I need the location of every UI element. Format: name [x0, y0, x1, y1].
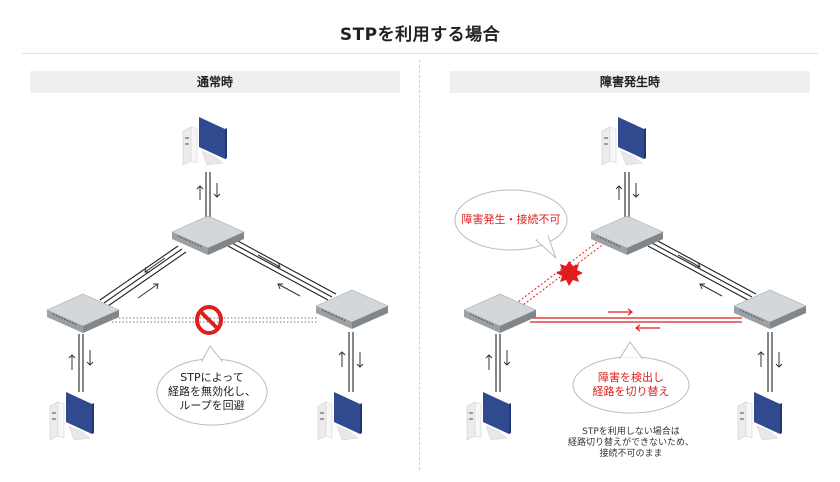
- left-callout-bubble: [156, 345, 268, 426]
- right-active-link: [530, 317, 742, 323]
- left-link-pc-top: [205, 172, 211, 220]
- left-link-top-left: [99, 245, 187, 307]
- right-switch-top: [590, 215, 664, 256]
- left-link-sw-pc-br: [348, 332, 354, 392]
- left-arrows-top-left: [137, 257, 166, 299]
- title-rule: [22, 53, 818, 54]
- right-arrows-top-right: [677, 254, 723, 297]
- switch-callout-bubble: [572, 341, 690, 414]
- right-switch-right: [733, 289, 807, 330]
- left-pc-top: [182, 116, 228, 166]
- left-arrows-pc-top: [196, 183, 221, 200]
- panel-divider: [419, 60, 420, 470]
- right-pc-top: [601, 116, 647, 166]
- right-pc-bottom-left: [466, 391, 512, 441]
- left-switch-right: [315, 289, 389, 330]
- right-switch-left: [463, 293, 537, 334]
- left-arrows-sw-pc-bl: [68, 350, 94, 370]
- no-stp-note: STPを利用しない場合は 経路切り替えができないため、 接続不可のまま: [567, 427, 694, 459]
- right-link-top-right: [647, 239, 757, 301]
- right-link-sw-pc-br: [767, 332, 773, 392]
- page-title: STPを利用する場合: [339, 25, 501, 45]
- left-arrows-sw-pc-br: [338, 351, 364, 368]
- right-arrows-pc-top: [615, 183, 640, 200]
- panel-header-normal: 通常時: [30, 71, 400, 93]
- failure-callout-text: 障害発生・接続不可: [461, 213, 561, 226]
- left-pc-bottom-right: [317, 391, 363, 441]
- right-failed-link: [517, 239, 606, 306]
- left-pc-bottom-left: [49, 391, 95, 441]
- left-arrows-top-right: [257, 254, 301, 297]
- right-arrows-sw-pc-bl: [485, 350, 511, 370]
- right-arrows-active-link: [608, 308, 660, 332]
- switch-callout-text: 障害を検出し 経路を切り替え: [592, 371, 670, 398]
- right-link-pc-top: [624, 172, 630, 220]
- right-link-sw-pc-bl: [495, 334, 501, 392]
- right-arrows-sw-pc-br: [757, 351, 783, 368]
- left-link-top-right: [227, 239, 337, 301]
- right-pc-bottom-right: [737, 391, 783, 441]
- panel-header-failure: 障害発生時: [450, 71, 810, 93]
- stp-callout-text: STPによって 経路を無効化し、 ループを回避: [168, 371, 256, 412]
- left-blocked-link: [112, 317, 318, 323]
- left-link-sw-pc-bl: [78, 334, 84, 392]
- failure-burst-icon: [556, 261, 583, 286]
- failure-callout-bubble: [454, 189, 568, 259]
- blocked-icon: [195, 305, 223, 335]
